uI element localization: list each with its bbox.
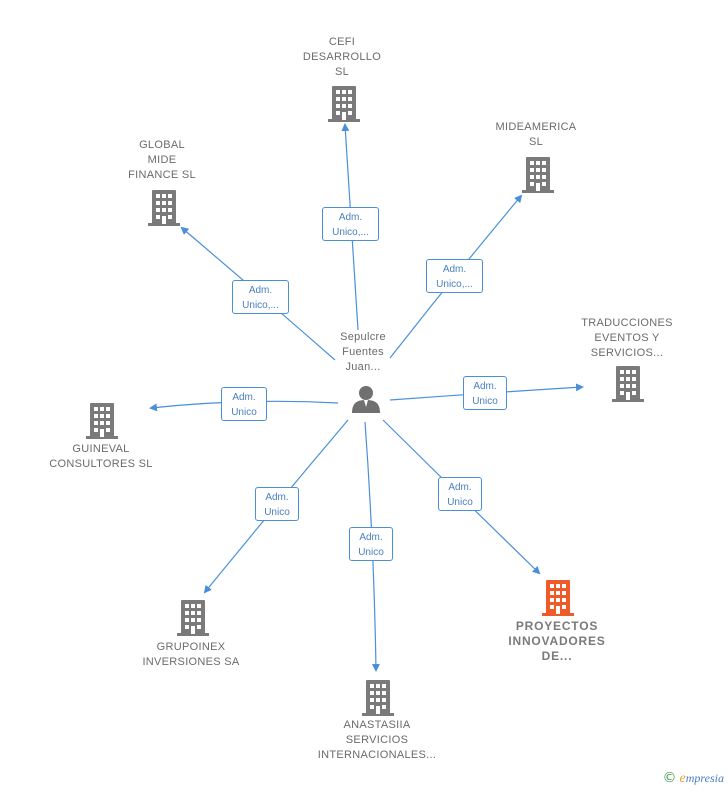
role-label-line: Adm. bbox=[265, 492, 289, 503]
role-label-cefi[interactable]: Adm. Unico,... bbox=[322, 207, 379, 241]
company-label-line: TRADUCCIONES bbox=[581, 317, 673, 329]
company-label-line: DESARROLLO bbox=[302, 51, 382, 63]
company-label-line: FINANCE SL bbox=[128, 169, 196, 181]
building-icon[interactable] bbox=[612, 366, 644, 402]
company-label-mideamerica[interactable]: MIDEAMERICA SL bbox=[466, 120, 606, 150]
company-label-line: EVENTOS Y bbox=[594, 332, 660, 344]
role-label-line: Unico bbox=[231, 407, 257, 418]
company-label-line: INTERNACIONALES... bbox=[317, 749, 437, 761]
company-label-grupoinex[interactable]: GRUPOINEX INVERSIONES SA bbox=[121, 640, 261, 670]
role-label-line: Adm. bbox=[473, 381, 497, 392]
company-label-cefi[interactable]: CEFI DESARROLLO SL bbox=[272, 35, 412, 80]
role-label-line: Adm. bbox=[442, 264, 467, 275]
role-label-line: Unico,... bbox=[436, 279, 473, 290]
role-label-grupoinex[interactable]: Adm. Unico bbox=[255, 487, 299, 521]
brand-initial: e bbox=[679, 771, 686, 786]
company-label-global[interactable]: GLOBAL MIDE FINANCE SL bbox=[92, 138, 232, 183]
copyright-icon: © bbox=[662, 770, 677, 786]
role-label-line: Unico bbox=[264, 507, 290, 518]
center-person-label[interactable]: Sepulcre Fuentes Juan... bbox=[322, 330, 404, 375]
company-label-line: MIDEAMERICA bbox=[495, 121, 577, 133]
building-icon[interactable] bbox=[148, 190, 180, 226]
role-label-line: Unico bbox=[358, 547, 384, 558]
company-label-line: MIDE bbox=[147, 154, 177, 166]
company-label-line: PROYECTOS bbox=[515, 619, 599, 633]
center-label-line: Fuentes bbox=[342, 346, 384, 358]
role-label-line: Adm. bbox=[338, 212, 363, 223]
company-label-anastasiia[interactable]: ANASTASIIA SERVICIOS INTERNACIONALES... bbox=[307, 718, 447, 763]
role-label-line: Adm. bbox=[248, 285, 273, 296]
company-label-line: GUINEVAL bbox=[72, 443, 130, 455]
company-label-line: SL bbox=[528, 136, 544, 148]
role-label-guineval[interactable]: Adm. Unico bbox=[221, 387, 267, 421]
company-label-line: GLOBAL bbox=[139, 139, 185, 151]
role-label-line: Unico bbox=[472, 396, 498, 407]
company-label-line: ANASTASIIA bbox=[343, 719, 411, 731]
company-label-line: SL bbox=[334, 66, 350, 78]
role-label-anastasiia[interactable]: Adm. Unico bbox=[349, 527, 393, 561]
role-label-line: Adm. bbox=[232, 392, 256, 403]
building-icon[interactable] bbox=[362, 680, 394, 716]
role-label-traducciones[interactable]: Adm. Unico bbox=[463, 376, 507, 410]
company-label-guineval[interactable]: GUINEVAL CONSULTORES SL bbox=[31, 442, 171, 472]
role-label-line: Adm. bbox=[448, 482, 472, 493]
building-icon[interactable] bbox=[328, 86, 360, 122]
building-icon[interactable] bbox=[177, 600, 209, 636]
company-label-line: CEFI bbox=[328, 36, 356, 48]
building-icon[interactable] bbox=[542, 580, 574, 616]
brand-watermark: ©empresia bbox=[663, 770, 724, 787]
building-icon[interactable] bbox=[522, 157, 554, 193]
company-label-line: INVERSIONES SA bbox=[142, 656, 240, 668]
brand-name: mpresia bbox=[685, 771, 724, 785]
role-label-proyectos[interactable]: Adm. Unico bbox=[438, 477, 482, 511]
company-label-line: INNOVADORES bbox=[508, 634, 606, 648]
role-label-line: Unico,... bbox=[242, 300, 279, 311]
role-label-line: Unico,... bbox=[332, 227, 369, 238]
role-label-line: Unico bbox=[447, 497, 473, 508]
role-label-mideamerica[interactable]: Adm. Unico,... bbox=[426, 259, 483, 293]
center-label-line: Juan... bbox=[345, 361, 381, 373]
person-icon[interactable] bbox=[350, 383, 382, 415]
company-label-traducciones[interactable]: TRADUCCIONES EVENTOS Y SERVICIOS... bbox=[557, 316, 697, 361]
company-label-line: CONSULTORES SL bbox=[49, 458, 153, 470]
center-label-line: Sepulcre bbox=[340, 331, 386, 343]
building-icon[interactable] bbox=[86, 403, 118, 439]
role-label-line: Adm. bbox=[359, 532, 383, 543]
company-label-line: GRUPOINEX bbox=[156, 641, 226, 653]
company-label-line: DE... bbox=[541, 649, 573, 663]
company-label-line: SERVICIOS bbox=[345, 734, 409, 746]
role-label-global[interactable]: Adm. Unico,... bbox=[232, 280, 289, 314]
company-label-line: SERVICIOS... bbox=[590, 347, 664, 359]
